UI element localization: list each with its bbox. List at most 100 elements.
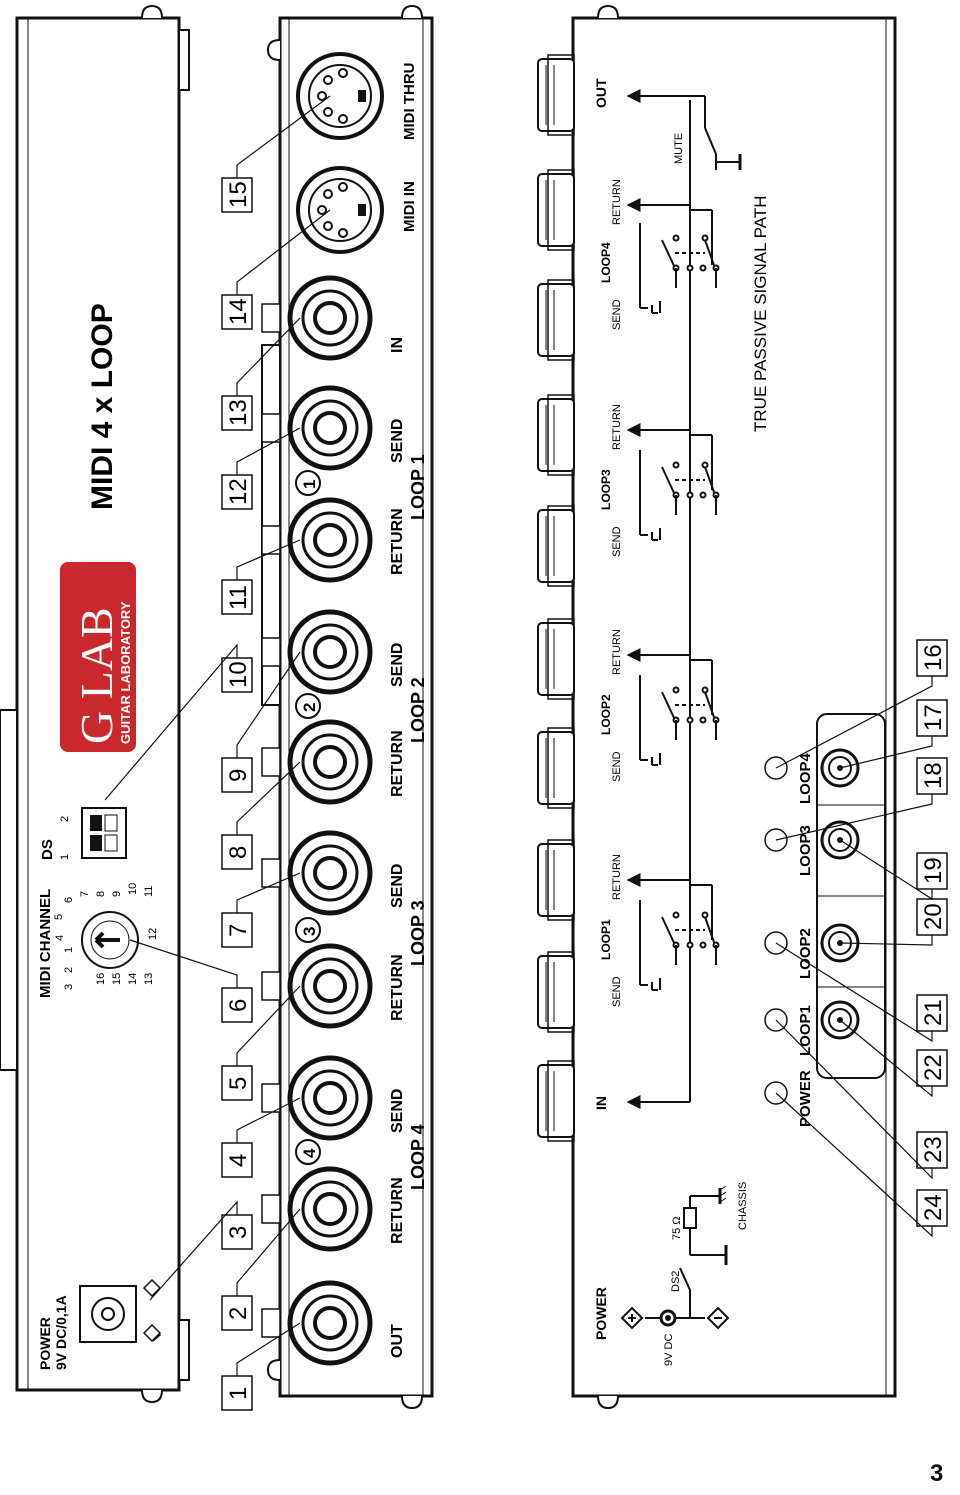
jack-5 (261, 830, 373, 916)
callout-num-19: 19 (920, 857, 947, 884)
jack-4 (261, 943, 373, 1029)
schem-loop-name-1: LOOP1 (599, 919, 613, 960)
loop-label-3: LOOP 2 (408, 677, 428, 743)
schem-out-label: OUT (593, 78, 609, 108)
callout-9: 9 (221, 757, 253, 793)
side-jack-7 (537, 394, 575, 476)
side-jack-6 (537, 505, 575, 587)
callout-21: 21 (916, 994, 948, 1032)
loop-badge-num-4: 4 (300, 1148, 319, 1158)
callout-19: 19 (916, 852, 948, 890)
jack-label-1: OUT (389, 1324, 406, 1358)
side-jack-2 (537, 951, 575, 1033)
callout-11: 11 (221, 579, 253, 615)
jack-label-9: SEND (389, 419, 406, 463)
callout-num-14: 14 (225, 298, 252, 325)
callout-10: 10 (221, 657, 253, 693)
schem-mute-label: MUTE (673, 133, 685, 164)
schem-loop-name-3: LOOP3 (599, 469, 613, 510)
schem-loop-return-4: RETURN (611, 179, 623, 225)
jack-label-3: SEND (389, 1089, 406, 1133)
callout-23: 23 (916, 1131, 948, 1169)
jack-1 (261, 1280, 373, 1366)
callout-num-7: 7 (225, 924, 252, 937)
callout-num-21: 21 (920, 999, 947, 1026)
power-schem-label: POWER (593, 1287, 609, 1340)
power-schem-voltage: 9V DC (663, 1334, 675, 1366)
midi-channel-label: MIDI CHANNEL (37, 889, 54, 998)
loop-badge-4: 4 (295, 1139, 321, 1165)
power-label-line2: 9V DC/0,1A (53, 1295, 69, 1370)
power-label-line1: POWER (37, 1317, 53, 1370)
schem-loop-1 (626, 873, 720, 991)
callout-num-22: 22 (920, 1054, 947, 1081)
loop-badge-num-3: 3 (300, 927, 319, 936)
logo-subtitle: GUITAR LABORATORY (118, 601, 133, 744)
top-panel: MIDI 4 x LOOP G LAB GUITAR LABORATORY DS… (0, 4, 190, 1404)
midi-thru-socket (296, 52, 384, 140)
side-jack-5 (537, 618, 575, 700)
callout-17: 17 (916, 699, 948, 737)
callout-22: 22 (916, 1049, 948, 1087)
schem-loop-2 (626, 648, 720, 766)
side-jack-1 (537, 1060, 575, 1142)
jack-10 (261, 275, 373, 361)
callout-16: 16 (916, 639, 948, 677)
midi-channel-1: 1 (63, 947, 75, 953)
callout-num-12: 12 (225, 478, 252, 505)
callout-4: 4 (221, 1142, 253, 1178)
ds-pin1: 1 (59, 854, 71, 860)
glab-logo: G LAB GUITAR LABORATORY (60, 562, 136, 752)
callout-13: 13 (221, 395, 253, 431)
callout-20: 20 (916, 898, 948, 936)
led-label-2: LOOP1 (797, 1005, 814, 1056)
callout-num-20: 20 (920, 903, 947, 930)
loop-label-4: LOOP 1 (408, 454, 428, 520)
midi-channel-2: 2 (63, 967, 75, 973)
callout-7: 7 (221, 912, 253, 948)
midi-channel-15: 15 (111, 973, 123, 985)
loop-badge-3: 3 (295, 917, 321, 943)
callout-num-15: 15 (225, 181, 252, 208)
power-jack: POWER 9V DC/0,1A (37, 1278, 162, 1370)
power-schem-resistor: 75 Ω (671, 1216, 683, 1240)
callout-5: 5 (221, 1065, 253, 1101)
power-schem-switch: DS2 (670, 1271, 682, 1292)
jack-label-10: IN (389, 337, 406, 353)
midi-thru-label: MIDI THRU (401, 63, 418, 141)
jack-6 (261, 719, 373, 805)
callout-num-24: 24 (920, 1194, 947, 1221)
midi-channel-10: 10 (127, 883, 139, 895)
schem-loop-return-1: RETURN (611, 854, 623, 900)
schem-loop-send-4: SEND (611, 299, 623, 330)
midi-channel-4: 4 (54, 935, 66, 941)
led-label-1: POWER (797, 1070, 814, 1127)
loop-badge-num-2: 2 (300, 703, 319, 712)
ds-dip-switch: DS 1 2 (39, 807, 127, 860)
ds-label: DS (39, 839, 56, 860)
schem-loop-name-4: LOOP4 (599, 242, 613, 283)
schem-loop-send-1: SEND (611, 976, 623, 1007)
callout-num-23: 23 (920, 1136, 947, 1163)
schem-loop-name-2: LOOP2 (599, 694, 613, 735)
callout-1: 1 (221, 1375, 253, 1411)
callout-num-9: 9 (225, 769, 252, 782)
schem-in-label: IN (593, 1096, 609, 1110)
jack-3 (261, 1055, 373, 1141)
loop-badge-1: 1 (295, 470, 321, 496)
midi-channel-14: 14 (127, 973, 139, 985)
side-jack-3 (537, 839, 575, 921)
callout-num-17: 17 (920, 704, 947, 731)
callout-2: 2 (221, 1295, 253, 1331)
callout-num-1: 1 (225, 1387, 252, 1400)
side-jack-10 (537, 54, 575, 136)
midi-in-label: MIDI IN (401, 181, 418, 232)
midi-channel-16: 16 (95, 973, 107, 985)
power-schematic (620, 1185, 730, 1330)
led-label-4: LOOP3 (797, 825, 814, 876)
jack-9 (261, 385, 373, 471)
loop-badge-2: 2 (295, 693, 321, 719)
callout-8: 8 (221, 834, 253, 870)
